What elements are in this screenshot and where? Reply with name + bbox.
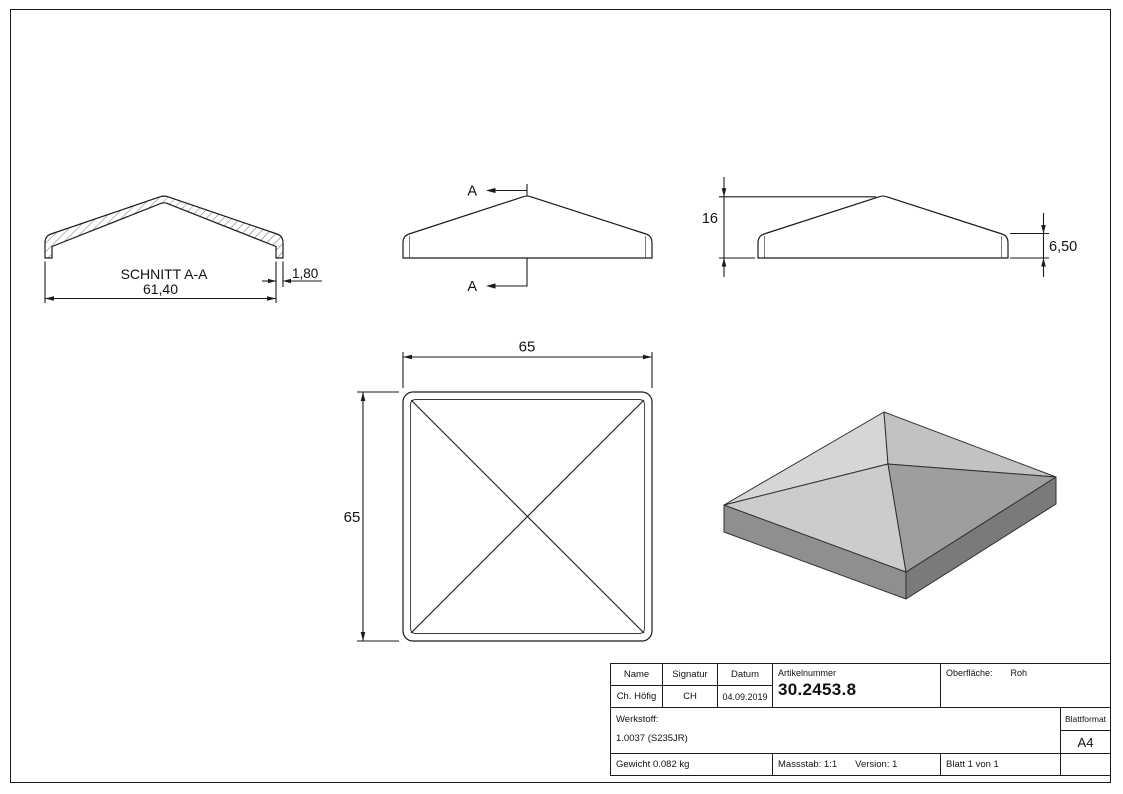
titleblock-signatur-value: CH <box>662 685 718 708</box>
front-view: A A <box>402 184 653 295</box>
section-arrow-top-icon <box>486 187 496 194</box>
side-outline <box>757 195 1009 259</box>
titleblock-massstab-cell: Massstab: 1:1 Version: 1 <box>772 753 941 776</box>
cutting-line-top: A <box>467 184 528 200</box>
dim-6-50: 6,50 <box>1010 213 1077 277</box>
dim-16-text: 16 <box>702 211 718 227</box>
dim-65-height-text: 65 <box>344 509 361 526</box>
front-outline <box>402 195 653 259</box>
top-view: 65 65 <box>344 339 653 642</box>
titleblock-artikelnummer-cell: Artikelnummer 30.2453.8 <box>772 663 941 708</box>
dim-16: 16 <box>702 177 876 277</box>
werkstoff-value: 1.0037 (S235JR) <box>616 733 688 744</box>
titleblock-name-value: Ch. Höfig <box>610 685 663 708</box>
dim-65-width: 65 <box>402 339 653 388</box>
section-label: SCHNITT A-A <box>121 266 209 282</box>
oberflaeche-label: Oberfläche: <box>946 668 993 678</box>
cutting-line-bottom: A <box>467 258 528 295</box>
dim-6-50-text: 6,50 <box>1049 239 1077 255</box>
dim-1-80: 1,80 <box>262 261 322 287</box>
iso-face-front-right <box>887 463 1057 573</box>
drawing-frame <box>10 9 1111 783</box>
dim-65-width-text: 65 <box>519 339 536 356</box>
titleblock-blatt-cell: Blatt 1 von 1 <box>940 753 1061 776</box>
oberflaeche-value: Roh <box>1010 668 1028 678</box>
dim-61-40-text: 61,40 <box>143 281 178 297</box>
titleblock-datum-value: 04.09.2019 <box>717 685 773 708</box>
dim-65-height: 65 <box>344 391 399 642</box>
artikelnummer-value: 30.2453.8 <box>778 680 857 699</box>
titleblock-gewicht-cell: Gewicht 0.082 kg <box>610 753 773 776</box>
titleblock-name-header: Name <box>610 663 663 686</box>
titleblock-oberflaeche-cell: Oberfläche: Roh <box>940 663 1111 708</box>
werkstoff-label: Werkstoff: <box>616 714 659 725</box>
artikelnummer-label: Artikelnummer <box>778 668 837 678</box>
section-arrow-bottom-icon <box>486 283 496 289</box>
titleblock-werkstoff-cell: Werkstoff: 1.0037 (S235JR) <box>610 707 1061 754</box>
titleblock-signatur-header: Signatur <box>662 663 718 686</box>
titleblock-blattformat-label: Blattformat <box>1060 707 1111 731</box>
top-tangent-edge <box>410 399 645 634</box>
massstab-value: Massstab: 1:1 <box>778 759 838 770</box>
titleblock-blattformat-value: A4 <box>1060 730 1111 754</box>
version-value: Version: 1 <box>855 759 898 770</box>
titleblock-datum-header: Datum <box>717 663 773 686</box>
dim-1-80-text: 1,80 <box>292 266 318 281</box>
section-cut-profile <box>44 195 284 259</box>
isometric-view <box>723 411 1057 600</box>
section-view: 61,40 1,80 SCHNITT A-A <box>44 195 322 303</box>
title-block: Name Signatur Datum Artikelnummer 30.245… <box>610 663 1111 776</box>
dim-61-40: 61,40 <box>44 261 277 303</box>
cut-label-top: A <box>467 184 477 200</box>
titleblock-empty-cell <box>1060 753 1111 776</box>
cut-label-bottom: A <box>467 279 477 295</box>
side-view: 16 6,50 <box>702 177 1077 277</box>
